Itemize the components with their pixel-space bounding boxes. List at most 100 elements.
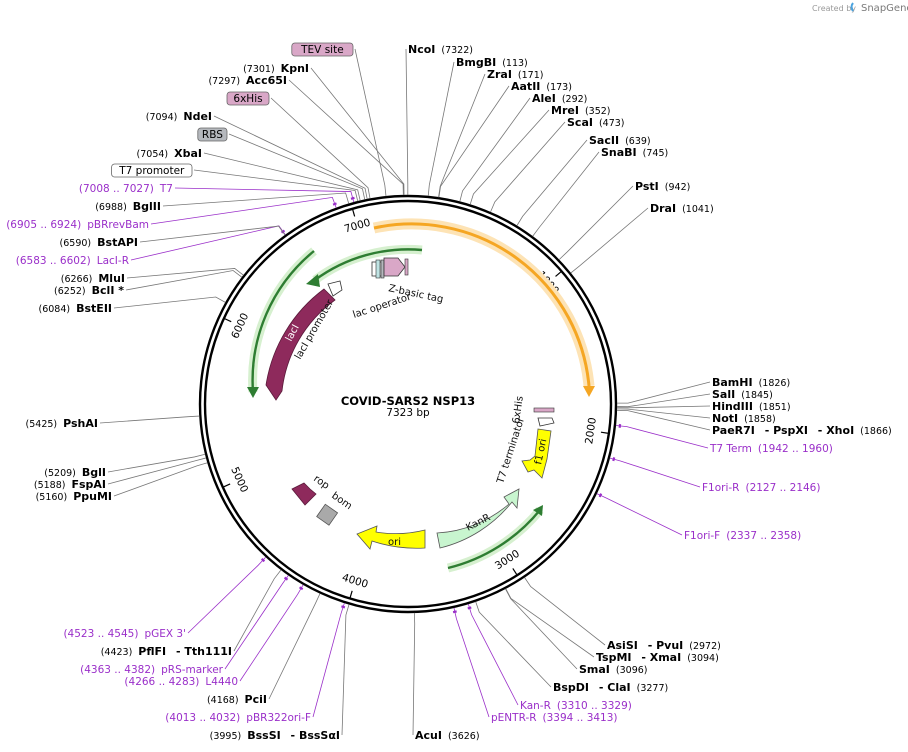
site-label-pflfi[interactable]: (4423)PflFI - Tth111I bbox=[101, 645, 232, 658]
site-label-f1ori-r[interactable]: F1ori-R(2127 .. 2146) bbox=[702, 482, 820, 494]
site-label-alei-part-1: (292) bbox=[562, 94, 588, 105]
site-label-bamhi-part-1: (1826) bbox=[759, 378, 791, 389]
site-box-label-t7promoter[interactable]: T7 promoter bbox=[118, 165, 185, 177]
site-label-smai[interactable]: SmaI(3096) bbox=[579, 663, 648, 676]
site-label-t7term[interactable]: T7 Term(1942 .. 1960) bbox=[709, 443, 833, 455]
primer-mark-pbr322ori-f bbox=[341, 605, 346, 609]
site-label-l4440[interactable]: (4266 .. 4283)L4440 bbox=[124, 676, 238, 688]
t7-terminator-label: T7 terminator bbox=[495, 415, 527, 486]
transcript-top[interactable] bbox=[314, 248, 423, 281]
leader-kpni bbox=[310, 67, 405, 196]
leader-drai bbox=[570, 207, 649, 274]
site-label-kpni[interactable]: (7301)KpnI bbox=[243, 62, 309, 75]
site-box-6xhis bbox=[226, 91, 270, 106]
site-label-asisi-part-2: (2972) bbox=[689, 641, 721, 652]
site-label-acui[interactable]: AcuI(3626) bbox=[415, 729, 480, 742]
t7-terminator-arrow[interactable] bbox=[537, 417, 555, 427]
leader-mrei bbox=[469, 109, 550, 205]
site-label-mrei[interactable]: MreI(352) bbox=[551, 104, 610, 117]
site-label-asisi[interactable]: AsiSI - PvuI(2972) bbox=[607, 639, 721, 652]
site-label-prs-marker[interactable]: (4363 .. 4382)pRS-marker bbox=[80, 664, 224, 676]
leader-ppumi bbox=[113, 462, 208, 497]
site-label-laci-r[interactable]: (6583 .. 6602)LacI-R bbox=[16, 255, 129, 267]
site-label-aatii[interactable]: AatII(173) bbox=[511, 80, 572, 93]
site-box-label-6xhis[interactable]: 6xHis bbox=[233, 93, 262, 105]
transcript-left[interactable] bbox=[251, 250, 315, 393]
leader-rbs bbox=[228, 133, 366, 200]
site-label-drai-part-0: DraI bbox=[650, 202, 676, 215]
site-label-bsteii[interactable]: (6084)BstEII bbox=[39, 302, 112, 315]
leader-sali bbox=[616, 393, 711, 408]
ori-arrow[interactable] bbox=[356, 525, 426, 550]
plasmid-size: 7323 bp bbox=[386, 407, 430, 419]
site-label-t7[interactable]: (7008 .. 7027)T7 bbox=[79, 183, 173, 195]
transcript-left-arrowhead-icon bbox=[247, 387, 259, 398]
ori-label: ori bbox=[388, 537, 401, 548]
leader-noti bbox=[616, 408, 711, 419]
site-label-drai[interactable]: DraI(1041) bbox=[650, 202, 714, 215]
tick-1000 bbox=[555, 271, 562, 277]
site-label-alei[interactable]: AleI(292) bbox=[532, 92, 587, 105]
site-label-pbrrevbam[interactable]: (6905 .. 6924)pBRrevBam bbox=[6, 219, 149, 231]
rbs-box[interactable] bbox=[380, 259, 385, 279]
site-label-pcii-part-1: PciI bbox=[245, 693, 267, 706]
site-label-pshai[interactable]: (5425)PshAI bbox=[26, 417, 98, 430]
tev-site-box[interactable] bbox=[404, 258, 409, 276]
tick-3000 bbox=[512, 568, 518, 575]
site-label-bamhi[interactable]: BamHI(1826) bbox=[712, 376, 790, 389]
nsp13-arc[interactable] bbox=[373, 222, 591, 387]
site-label-f1ori-f[interactable]: F1ori-F(2337 .. 2358) bbox=[684, 530, 801, 542]
bom-box[interactable] bbox=[316, 503, 339, 526]
tick-5000 bbox=[223, 483, 231, 488]
site-label-zrai[interactable]: ZraI(171) bbox=[487, 68, 543, 81]
site-label-sacii[interactable]: SacII(639) bbox=[589, 134, 651, 147]
site-label-kan-r-part-1: (3310 .. 3329) bbox=[557, 700, 632, 712]
site-label-psti[interactable]: PstI(942) bbox=[635, 180, 690, 193]
site-label-pcii[interactable]: (4168)PciI bbox=[207, 693, 267, 706]
laci-arrow[interactable] bbox=[265, 288, 336, 401]
primer-mark-l4440 bbox=[299, 586, 304, 591]
site-box-label-tev[interactable]: TEV site bbox=[300, 44, 344, 56]
site-label-pbr322ori-f[interactable]: (4013 .. 4032)pBR322ori-F bbox=[165, 712, 311, 724]
z-basic-tag-arrow[interactable] bbox=[383, 257, 406, 277]
site-label-bspdi[interactable]: BspDI - ClaI(3277) bbox=[553, 681, 668, 694]
tick-label-6000: 6000 bbox=[229, 311, 251, 340]
site-label-bstapi[interactable]: (6590)BstAPI bbox=[60, 236, 138, 249]
site-label-bgli[interactable]: (5209)BglI bbox=[44, 466, 106, 479]
leader-bsteii bbox=[113, 296, 226, 309]
site-label-snabi[interactable]: SnaBI(745) bbox=[601, 146, 668, 159]
site-label-paer7i[interactable]: PaeR7I - PspXI - XhoI(1866) bbox=[712, 424, 892, 437]
transcript-bottom[interactable] bbox=[447, 509, 541, 570]
primer-mark-f1ori-f bbox=[598, 493, 603, 498]
his-tag-inner-box[interactable] bbox=[533, 407, 555, 413]
kanr-arrow[interactable] bbox=[436, 488, 520, 549]
leader-kan-r bbox=[467, 603, 519, 706]
site-label-mlui[interactable]: (6266)MluI bbox=[61, 272, 125, 285]
site-label-smai-part-0: SmaI bbox=[579, 663, 610, 676]
t7-promoter-box[interactable] bbox=[375, 259, 381, 279]
site-label-kan-r[interactable]: Kan-R(3310 .. 3329) bbox=[520, 700, 632, 712]
site-label-bmgbi[interactable]: BmgBI(113) bbox=[456, 56, 528, 69]
site-label-ncoi[interactable]: NcoI(7322) bbox=[408, 43, 473, 56]
site-label-pgex3[interactable]: (4523 .. 4545)pGEX 3' bbox=[63, 628, 186, 640]
site-label-acc65i[interactable]: (7297)Acc65I bbox=[208, 74, 287, 87]
site-label-bsssi[interactable]: (3995)BssSI - BssSαI bbox=[210, 729, 340, 742]
site-label-xbai[interactable]: (7054)XbaI bbox=[137, 147, 202, 160]
site-label-pentr-r[interactable]: pENTR-R(3394 .. 3413) bbox=[491, 712, 618, 724]
rop-arrow[interactable] bbox=[291, 482, 317, 506]
site-label-scai[interactable]: ScaI(473) bbox=[567, 116, 625, 129]
site-label-noti[interactable]: NotI(1858) bbox=[712, 412, 776, 425]
site-label-ndei[interactable]: (7094)NdeI bbox=[146, 110, 212, 123]
leader-sacii bbox=[516, 139, 588, 226]
site-label-fspai[interactable]: (5188)FspAI bbox=[34, 478, 106, 491]
site-box-label-rbs[interactable]: RBS bbox=[202, 129, 223, 141]
laci-promoter-arrow[interactable] bbox=[327, 280, 343, 297]
site-label-hindiii[interactable]: HindIII(1851) bbox=[712, 400, 791, 413]
site-label-bcli[interactable]: (6252)BclI * bbox=[54, 284, 124, 297]
site-label-sali[interactable]: SalI(1845) bbox=[712, 388, 773, 401]
site-label-zrai-part-0: ZraI bbox=[487, 68, 512, 81]
f1-ori-arrow[interactable] bbox=[521, 428, 552, 479]
site-label-bglii[interactable]: (6988)BglII bbox=[95, 200, 161, 213]
site-label-tspmi[interactable]: TspMI - XmaI(3094) bbox=[596, 651, 719, 664]
site-label-ppumi[interactable]: (5160)PpuMI bbox=[36, 490, 112, 503]
